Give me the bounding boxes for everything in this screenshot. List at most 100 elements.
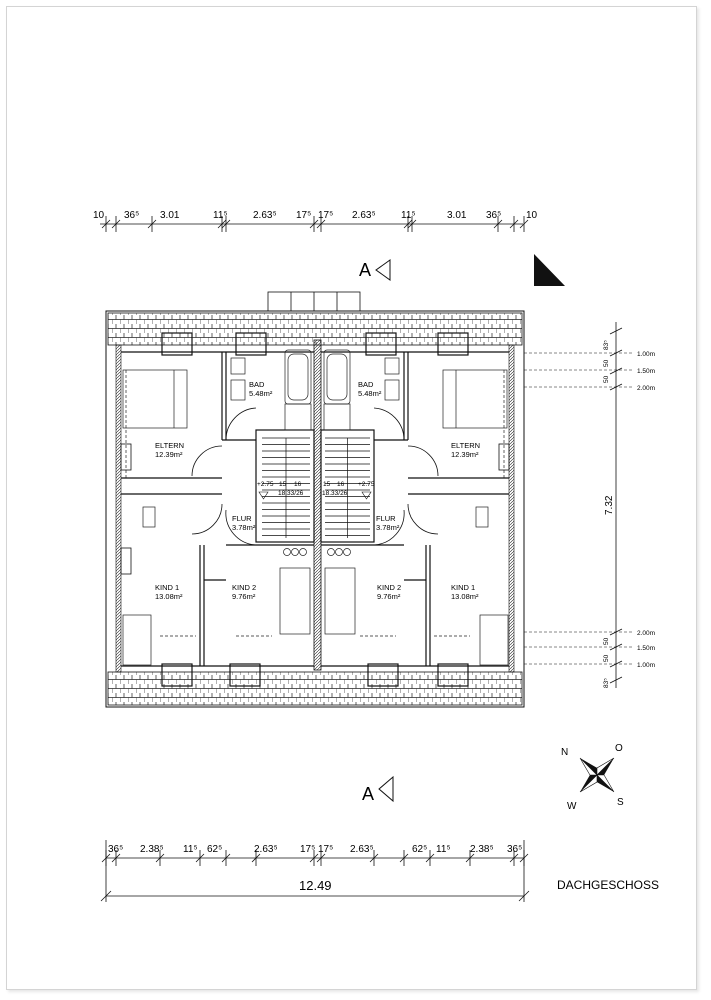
stair-ratio-left: 18.33/26 (278, 490, 304, 497)
bottom-dim-8: 2.63⁵ (350, 844, 374, 855)
bottom-dim-7: 17⁵ (318, 844, 333, 855)
top-dim-10: 3.01 (447, 210, 467, 221)
stair-steps-b-right: 16 (337, 481, 345, 488)
height-top-1: 1.00m (637, 351, 655, 358)
top-dim-1: 10 (93, 210, 105, 221)
right-dimension-chain (524, 322, 632, 688)
top-dim-5: 2.63⁵ (253, 210, 277, 221)
chimney (267, 291, 361, 312)
kind1-name-left: KIND 1 (155, 583, 179, 592)
bad-area-right: 5.48m² (358, 389, 382, 398)
bottom-dim-6: 17⁵ (300, 844, 315, 855)
section-marker-bottom: A (362, 775, 394, 804)
eltern-name-left: ELTERN (155, 441, 184, 450)
top-dim-slash (221, 219, 231, 229)
kind2-area-right: 9.76m² (377, 592, 401, 601)
section-label-top: A (359, 260, 371, 280)
bad-area-left: 5.48m² (249, 389, 273, 398)
right-top-dim-1: 50 (603, 375, 610, 383)
staircases (262, 437, 370, 538)
bottom-dim-9: 62⁵ (412, 844, 427, 855)
stair-steps-a-left: 15 (279, 481, 287, 488)
height-bottom-2: 1.50m (637, 645, 655, 652)
stair-level-right: +2.75 (358, 481, 375, 488)
eltern-name-right: ELTERN (451, 441, 480, 450)
plan-title: DACHGESCHOSS (557, 878, 659, 892)
bottom-dim-3: 11⁵ (183, 844, 198, 855)
kind2-name-right: KIND 2 (377, 583, 401, 592)
top-dim-slash (309, 219, 319, 229)
top-dim-slash (403, 219, 413, 229)
bottom-dim-slash (101, 853, 111, 863)
top-dim-7: 17⁵ (318, 210, 333, 221)
right-bottom-dim-1: 50 (603, 654, 610, 662)
room-labels-left: BAD 5.48m² ELTERN 12.39m² FLUR 3.78m² KI… (155, 380, 273, 601)
top-dimension-labels: 10 36⁵ 3.01 11⁵ 2.63⁵ 17⁵ 17⁵ 2.63⁵ 11⁵ … (93, 210, 538, 221)
flur-name-right: FLUR (376, 514, 396, 523)
kind2-name-left: KIND 2 (232, 583, 256, 592)
bottom-dim-10: 11⁵ (436, 844, 451, 855)
bottom-dim-slash (221, 853, 231, 863)
paper-frame (6, 6, 697, 990)
top-dim-slash (111, 219, 121, 229)
bottom-dim-slash (316, 853, 326, 863)
compass-n: N (561, 747, 568, 758)
top-dimension-chain (100, 216, 529, 232)
bottom-dimension-chain (100, 840, 530, 902)
flur-name-left: FLUR (232, 514, 252, 523)
bottom-dim-slash (465, 853, 475, 863)
compass-o: O (615, 743, 623, 754)
bottom-dim-slash (155, 853, 165, 863)
section-label-bottom: A (362, 784, 374, 804)
section-marker-top: A (359, 259, 391, 281)
orientation-triangle (534, 254, 565, 286)
height-top-2: 1.50m (637, 368, 655, 375)
top-dim-3: 3.01 (160, 210, 180, 221)
total-width: 12.49 (299, 878, 332, 893)
stair-annotations: +2.75 15 16 18.33/26 15 16 18.33/26 +2.7… (257, 481, 375, 500)
bottom-dim-11: 2.38⁵ (470, 844, 494, 855)
compass-s: S (617, 797, 624, 808)
top-dim-slash (519, 219, 529, 229)
bottom-dim-slash (195, 853, 205, 863)
bottom-dim-5: 2.63⁵ (254, 844, 278, 855)
right-top-dim-2: 50 (603, 359, 610, 367)
stair-level-left: +2.75 (257, 481, 274, 488)
door-swings (120, 407, 510, 575)
top-dim-slash (493, 219, 503, 229)
top-dim-12: 10 (526, 210, 538, 221)
bottom-dim-slash (369, 853, 379, 863)
bottom-dim-slash (309, 853, 319, 863)
kind1-area-left: 13.08m² (155, 592, 183, 601)
top-dim-8: 2.63⁵ (352, 210, 376, 221)
top-dim-slash (217, 219, 227, 229)
top-dim-4: 11⁵ (213, 210, 228, 221)
stair-steps-a-right: 15 (323, 481, 331, 488)
bottom-dim-12: 36⁵ (507, 844, 522, 855)
bottom-dim-4: 62⁵ (207, 844, 222, 855)
compass-rose: N O S W (561, 743, 624, 812)
bottom-dim-slash (399, 853, 409, 863)
left-unit-walls (121, 332, 315, 687)
height-top-3: 2.00m (637, 385, 655, 392)
right-middle-dim: 7.32 (604, 495, 615, 515)
right-top-dim-3: 83⁵ (603, 340, 610, 350)
bottom-dim-slash (425, 853, 435, 863)
bottom-dim-slash (111, 853, 121, 863)
bottom-dimension-labels: 36⁵ 2.38⁵ 11⁵ 62⁵ 2.63⁵ 17⁵ 17⁵ 2.63⁵ 62… (108, 844, 522, 893)
top-dim-6: 17⁵ (296, 210, 311, 221)
kind2-area-left: 9.76m² (232, 592, 256, 601)
kind1-area-right: 13.08m² (451, 592, 479, 601)
top-dim-9: 11⁵ (401, 210, 416, 221)
bottom-dim-slash (519, 853, 529, 863)
height-bottom-3: 1.00m (637, 662, 655, 669)
stair-ratio-right: 18.33/26 (322, 490, 348, 497)
top-dim-slash (147, 219, 157, 229)
bottom-dim-2: 2.38⁵ (140, 844, 164, 855)
top-dim-11: 36⁵ (486, 210, 501, 221)
room-labels-right: BAD 5.48m² ELTERN 12.39m² FLUR 3.78m² KI… (358, 380, 480, 601)
bad-name-right: BAD (358, 380, 374, 389)
stair-steps-b-left: 16 (294, 481, 302, 488)
eltern-area-right: 12.39m² (451, 450, 479, 459)
